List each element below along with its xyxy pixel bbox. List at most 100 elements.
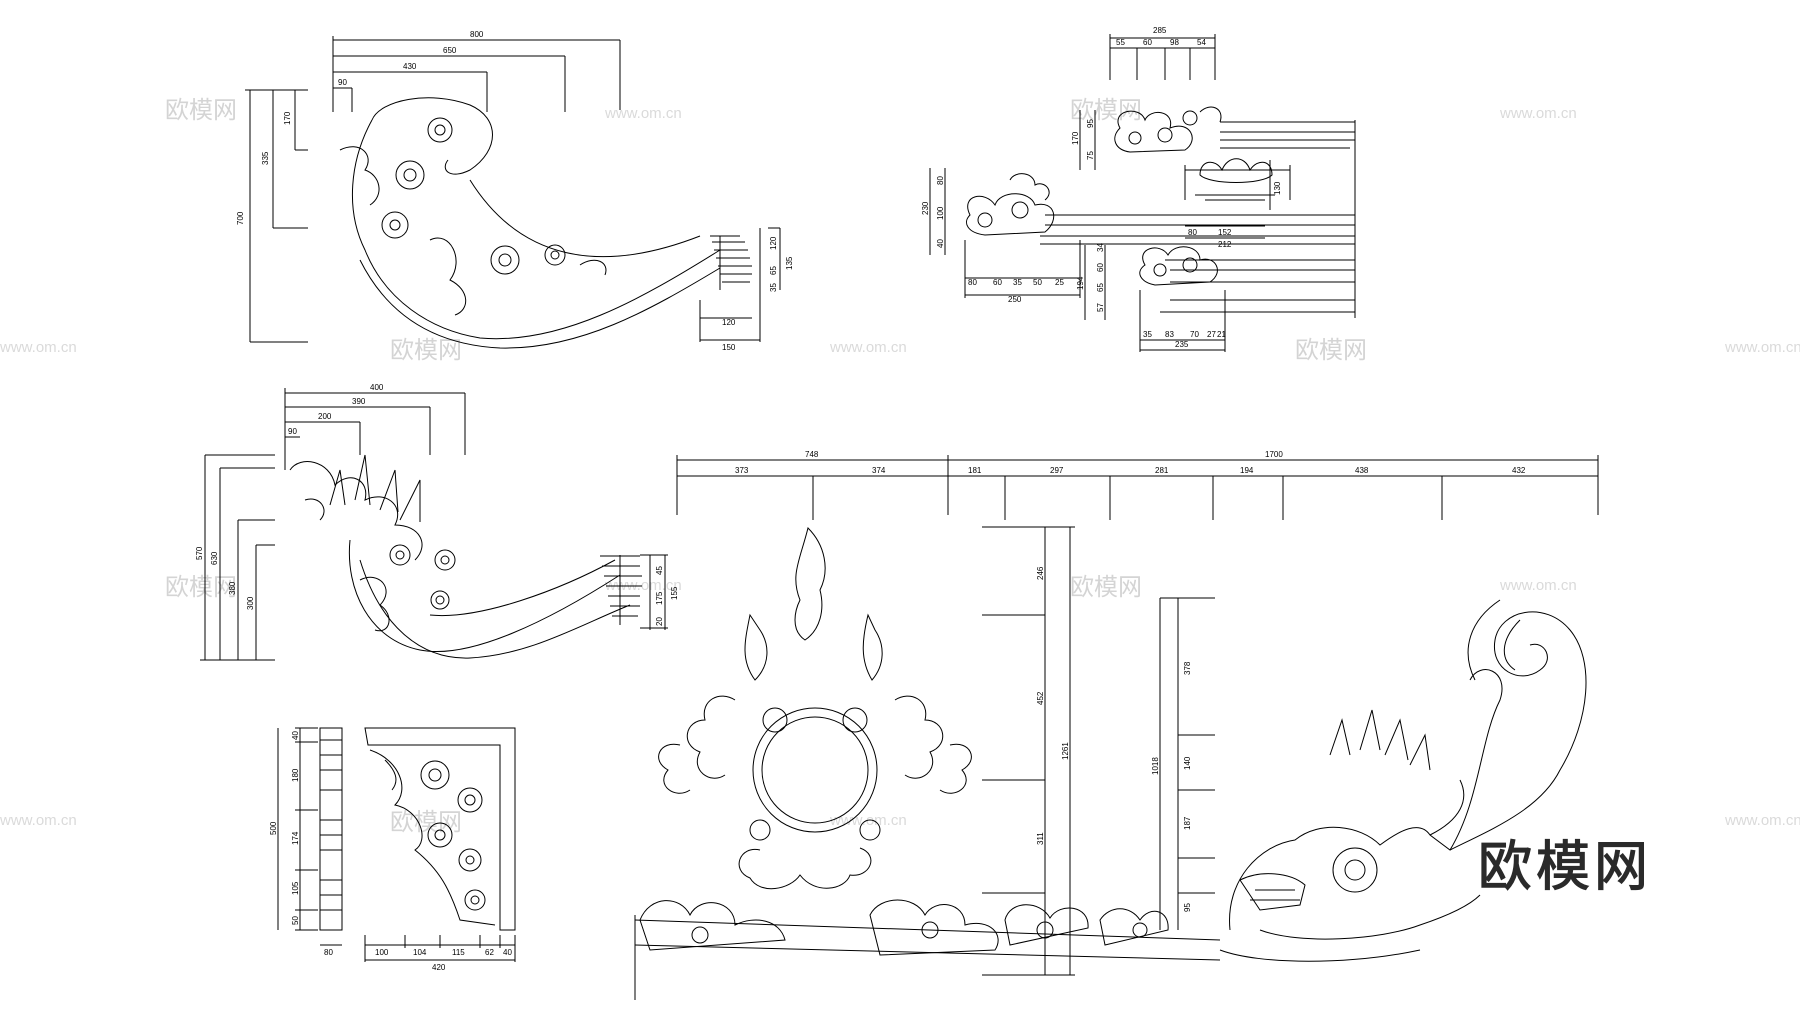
dim-label: 432 bbox=[1512, 466, 1526, 475]
dim-label: 54 bbox=[1197, 38, 1206, 47]
rafter-head-scroll bbox=[371, 97, 493, 175]
watermark-url: www.om.cn bbox=[0, 812, 77, 829]
dim-label: 140 bbox=[1183, 756, 1192, 770]
dim-label: 80 bbox=[936, 176, 945, 185]
curved-rafter-top bbox=[245, 36, 781, 349]
dim-label: 130 bbox=[1273, 181, 1282, 195]
dim-label: 373 bbox=[735, 466, 749, 475]
dim-label: 230 bbox=[921, 201, 930, 215]
dim-label: 40 bbox=[936, 239, 945, 248]
dim-label: 34 bbox=[1096, 243, 1105, 252]
eave-cloud-assembly bbox=[929, 34, 1356, 352]
dim-label: 452 bbox=[1036, 691, 1045, 705]
dim-label: 200 bbox=[318, 412, 332, 421]
watermark-cn: 欧模网 bbox=[390, 337, 462, 364]
dim-label: 50 bbox=[291, 916, 300, 925]
dim-label: 374 bbox=[872, 466, 886, 475]
flame-pearl bbox=[658, 527, 972, 890]
dim-label: 1700 bbox=[1265, 450, 1283, 459]
dragon-mane-curl bbox=[1449, 611, 1587, 851]
rafter-upper-curve bbox=[469, 179, 701, 258]
cloud-motif bbox=[1139, 246, 1218, 286]
watermark-url: www.om.cn bbox=[604, 577, 682, 594]
dim-label: 75 bbox=[1086, 151, 1095, 160]
dim-label: 335 bbox=[261, 151, 270, 165]
dimension-lines bbox=[200, 388, 668, 661]
dim-label: 400 bbox=[370, 383, 384, 392]
dim-label: 1261 bbox=[1061, 742, 1070, 760]
dim-label: 70 bbox=[1190, 330, 1199, 339]
dim-label: 105 bbox=[291, 881, 300, 895]
rafter-upper-curve bbox=[429, 559, 616, 617]
dragon-flame-spikes bbox=[1329, 709, 1431, 771]
dim-label: 95 bbox=[1086, 119, 1095, 128]
dimension-labels: 800 650 430 90 700 335 170 120 150 120 1… bbox=[195, 26, 1526, 972]
bracket-frame bbox=[364, 727, 516, 931]
carved-scroll-pattern bbox=[369, 749, 496, 926]
dim-label: 90 bbox=[338, 78, 347, 87]
hatch-section bbox=[710, 235, 752, 283]
dim-label: 390 bbox=[352, 397, 366, 406]
dim-label: 194 bbox=[1240, 466, 1254, 475]
pearl-outer-ring bbox=[752, 707, 878, 833]
dragon-head bbox=[1219, 599, 1587, 962]
dim-label: 150 bbox=[722, 343, 736, 352]
dim-label: 115 bbox=[452, 948, 465, 957]
cloud-band bbox=[634, 899, 1221, 1000]
dim-label: 120 bbox=[769, 236, 778, 250]
dim-label: 25 bbox=[1055, 278, 1064, 287]
cloud-motif bbox=[939, 743, 972, 794]
watermark-url: www.om.cn bbox=[1499, 105, 1577, 122]
cloud-motif bbox=[686, 695, 736, 779]
dim-label: 80 bbox=[324, 948, 333, 957]
dim-label: 748 bbox=[805, 450, 819, 459]
rafter-belly-curve bbox=[348, 539, 621, 652]
dim-label: 152 bbox=[1218, 228, 1232, 237]
rafter-belly-curve bbox=[351, 119, 721, 340]
hatch-section bbox=[600, 555, 642, 617]
dim-label: 90 bbox=[288, 427, 297, 436]
dim-label: 98 bbox=[1170, 38, 1179, 47]
flame-tongue bbox=[794, 527, 826, 641]
dim-label: 438 bbox=[1355, 466, 1369, 475]
rafter-lower-curve bbox=[359, 259, 721, 349]
bracket-elevation bbox=[277, 727, 516, 962]
dim-label: 650 bbox=[443, 46, 457, 55]
dim-label: 700 bbox=[236, 211, 245, 225]
watermark-cn: 欧模网 bbox=[165, 574, 237, 601]
dragon-eye-pupil bbox=[1344, 859, 1366, 881]
dim-label: 35 bbox=[1143, 330, 1152, 339]
dimension-lines bbox=[277, 727, 516, 962]
dim-label: 83 bbox=[1165, 330, 1174, 339]
dim-label: 170 bbox=[283, 111, 292, 125]
dim-label: 281 bbox=[1155, 466, 1169, 475]
dim-label: 60 bbox=[993, 278, 1002, 287]
lotus-base bbox=[1184, 158, 1291, 201]
carved-scroll-pattern bbox=[304, 454, 456, 632]
dim-label: 194 bbox=[1076, 276, 1085, 290]
dim-label: 297 bbox=[1050, 466, 1064, 475]
dim-label: 27 bbox=[1207, 330, 1216, 339]
dragon-eye-outer bbox=[1332, 847, 1378, 893]
watermark-url: www.om.cn bbox=[1724, 812, 1800, 829]
dim-label: 285 bbox=[1153, 26, 1167, 35]
dim-label: 180 bbox=[291, 768, 300, 782]
dim-label: 181 bbox=[968, 466, 982, 475]
pearl-inner-ring bbox=[761, 716, 869, 824]
bracket-side-profile bbox=[319, 727, 343, 931]
flame-tongue bbox=[862, 613, 883, 681]
cloud-motif bbox=[658, 743, 691, 794]
dim-label: 378 bbox=[1183, 661, 1192, 675]
dim-label: 55 bbox=[1116, 38, 1125, 47]
watermark-layer: 欧模网 www.om.cn 欧模网 www.om.cn www.om.cn 欧模… bbox=[0, 97, 1800, 836]
dim-label: 57 bbox=[1096, 303, 1105, 312]
dim-label: 60 bbox=[1143, 38, 1152, 47]
rafter-leaf-outline bbox=[289, 461, 423, 561]
cloud-motif bbox=[738, 847, 872, 890]
dragon-head-outline bbox=[1229, 669, 1503, 931]
dim-label: 40 bbox=[503, 948, 512, 957]
cloud-motif bbox=[966, 173, 1055, 236]
dim-label: 104 bbox=[413, 948, 427, 957]
